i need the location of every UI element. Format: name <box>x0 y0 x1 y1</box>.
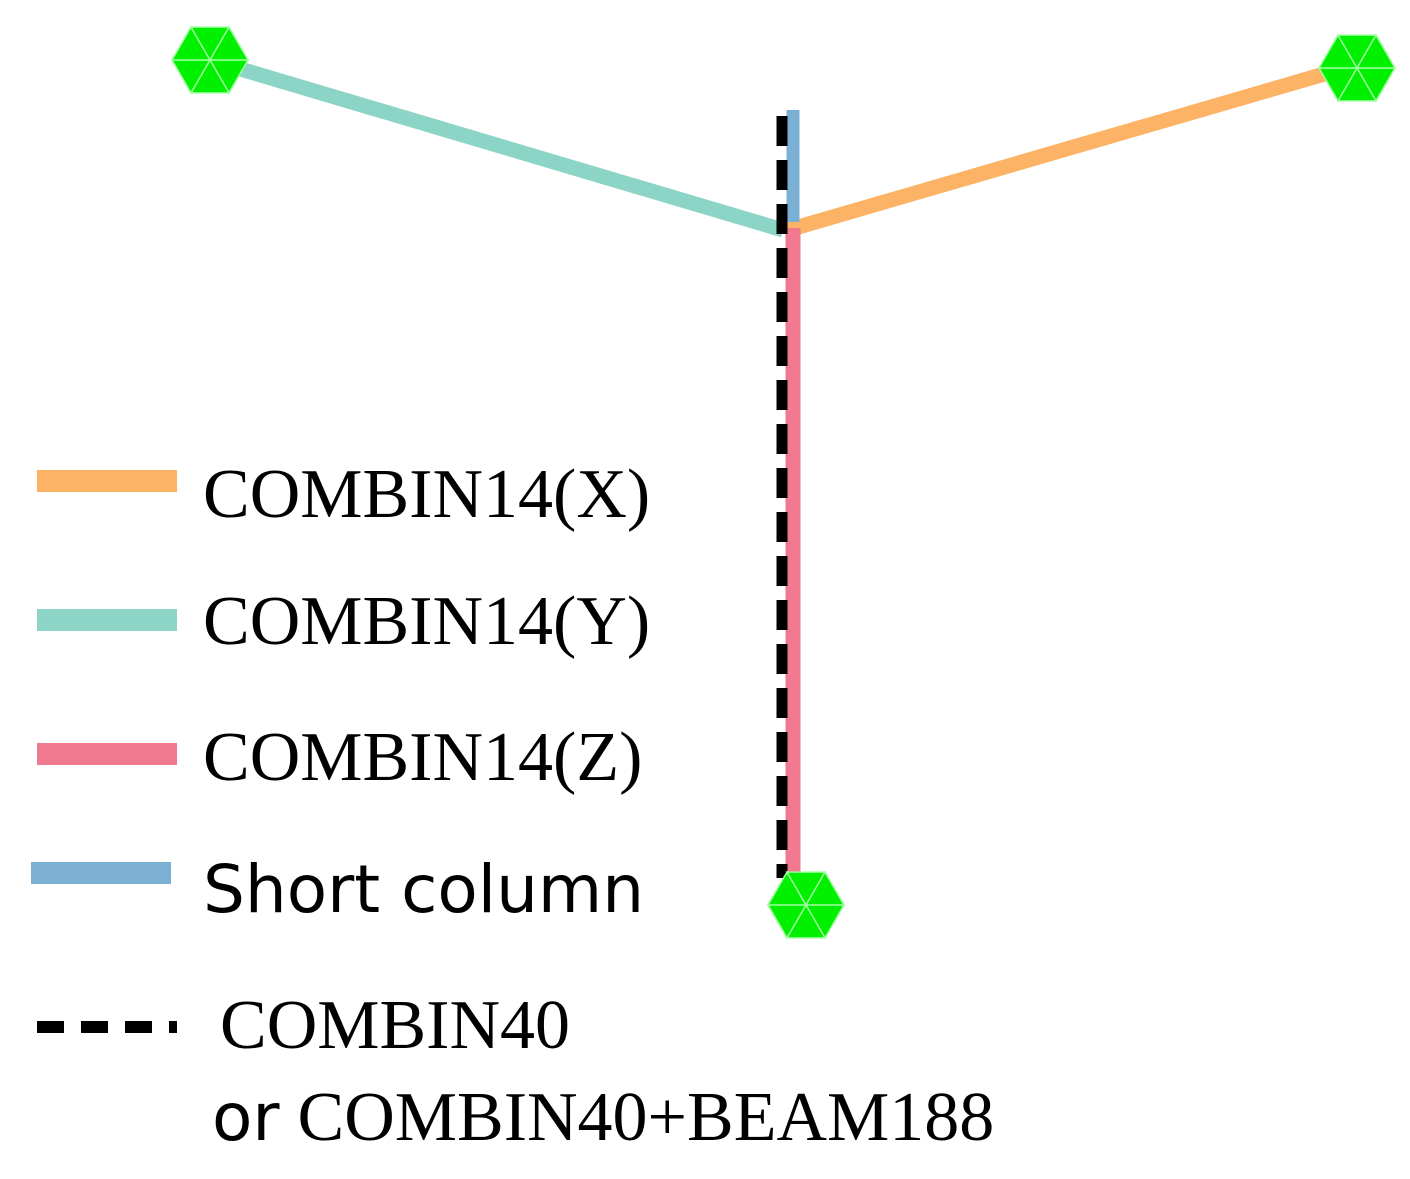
legend-label-combin40: COMBIN40 <box>220 987 570 1064</box>
fixed-node-bottom <box>766 870 846 940</box>
fixed-node-left <box>170 25 250 95</box>
fixed-node-right <box>1317 33 1397 103</box>
combin14-y-spring <box>207 52 786 238</box>
legend: COMBIN14(X) COMBIN14(Y) COMBIN14(Z) Shor… <box>31 456 994 1156</box>
legend-label-combin40-alt: or COMBIN40+BEAM188 <box>212 1079 994 1156</box>
legend-label-combin40-alt-rest: COMBIN40+BEAM188 <box>298 1079 995 1156</box>
legend-label-short-column: Short column <box>203 851 644 928</box>
hexagon-node-icon-face <box>208 25 250 61</box>
legend-label-combin14-x: COMBIN14(X) <box>203 456 650 533</box>
legend-label-combin14-y: COMBIN14(Y) <box>203 583 650 660</box>
hexagon-node-icon-face <box>804 870 846 906</box>
hexagon-node-icon-face <box>1355 33 1397 69</box>
legend-label-combin40-alt-prefix: or <box>212 1079 280 1156</box>
combin14-x-spring <box>785 60 1348 238</box>
legend-label-combin14-z: COMBIN14(Z) <box>203 719 642 796</box>
